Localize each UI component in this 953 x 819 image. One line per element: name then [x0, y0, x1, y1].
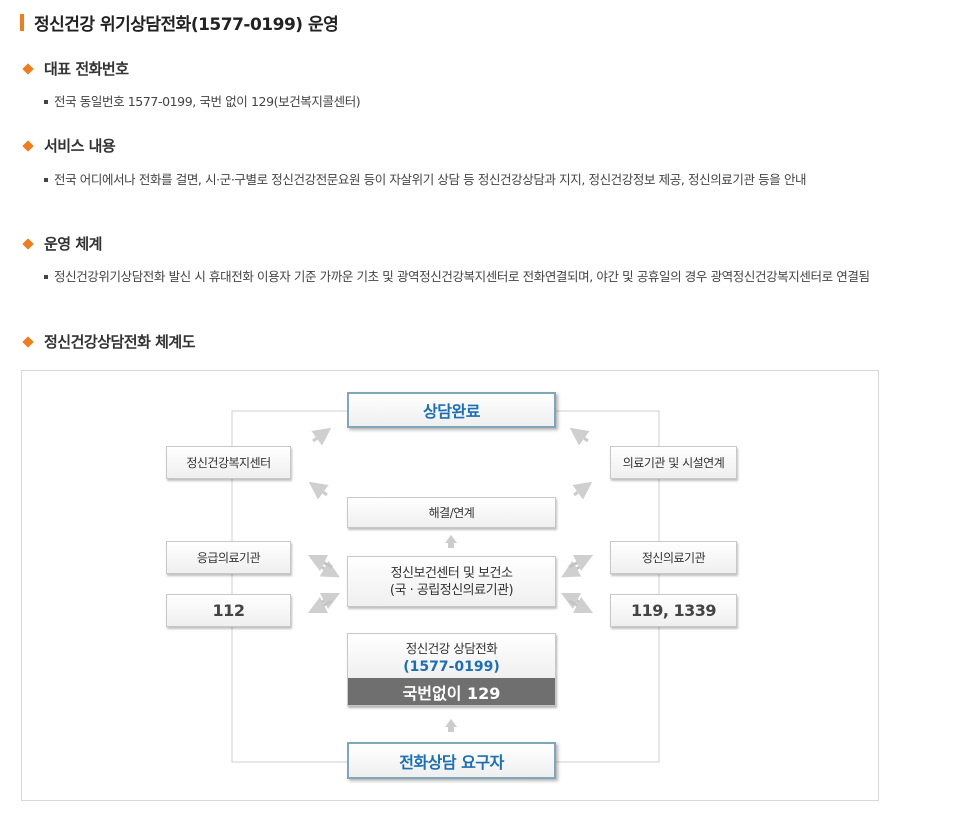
section-service-item: 전국 어디에서나 전화를 걸면, 시·군·구별로 정신건강전문요원 등이 자살위…	[44, 169, 884, 191]
section-operation-item: 정신건강위기상담전화 발신 시 휴대전화 이용자 기준 가까운 기초 및 광역정…	[44, 266, 884, 288]
diamond-bullet-icon	[22, 237, 34, 250]
title-bar-icon	[20, 13, 24, 31]
hotline-short-number: 국번없이 129	[348, 678, 555, 705]
emergency-medical-node: 응급의료기관	[166, 541, 291, 574]
up-arrow-icon	[445, 719, 457, 732]
arrow-icon	[308, 481, 329, 500]
arrow-icon	[311, 427, 332, 446]
mental-health-center-node: 정신건강복지센터	[166, 446, 291, 479]
section-operation: 운영 체계	[22, 233, 102, 254]
square-bullet-icon	[44, 178, 48, 182]
side-arrows	[307, 554, 594, 614]
arrow-icon	[569, 427, 590, 446]
diagonal-arrows	[308, 427, 593, 500]
section-heading: 서비스 내용	[44, 137, 116, 155]
health-center-node: 정신보건센터 및 보건소 (국 · 공립정신의료기관)	[347, 556, 556, 607]
hotline-node: 정신건강 상담전화 (1577-0199) 국번없이 129	[347, 633, 556, 706]
counseling-system-diagram: 상담완료 정신건강복지센터 의료기관 및 시설연계 해결/연계 응급의료기관 정…	[21, 370, 879, 801]
arrow-icon	[568, 554, 594, 572]
arrow-icon	[572, 481, 593, 500]
section-heading: 운영 체계	[44, 235, 102, 253]
emergency-number-node: 119, 1339	[610, 594, 737, 627]
police-number-node: 112	[166, 594, 291, 627]
health-center-line2: (국 · 공립정신의료기관)	[389, 582, 514, 598]
page-title: 정신건강 위기상담전화(1577-0199) 운영	[20, 10, 339, 35]
square-bullet-icon	[44, 275, 48, 279]
resolve-link-node: 해결/연계	[347, 497, 556, 528]
diamond-bullet-icon	[22, 139, 34, 152]
hotline-number: (1577-0199)	[403, 658, 500, 675]
medical-facility-node: 의료기관 및 시설연계	[610, 446, 737, 479]
page-title-text: 정신건강 위기상담전화(1577-0199) 운영	[34, 14, 339, 35]
hotline-header: 정신건강 상담전화 (1577-0199)	[348, 634, 555, 678]
bullet-text: 정신건강위기상담전화 발신 시 휴대전화 이용자 기준 가까운 기초 및 광역정…	[54, 269, 870, 284]
health-center-line1: 정신보건센터 및 보건소	[390, 565, 513, 581]
hotline-label: 정신건강 상담전화	[405, 640, 498, 656]
section-heading: 정신건강상담전화 체계도	[44, 333, 196, 351]
section-phone-item: 전국 동일번호 1577-0199, 국번 없이 129(보건복지콜센터)	[44, 91, 884, 113]
section-heading: 대표 전화번호	[44, 60, 129, 78]
section-service: 서비스 내용	[22, 135, 116, 156]
consult-complete-node: 상담완료	[347, 392, 556, 428]
diamond-bullet-icon	[22, 62, 34, 75]
arrow-icon	[307, 554, 333, 572]
section-diagram: 정신건강상담전화 체계도	[22, 331, 196, 352]
arrow-marks	[445, 535, 457, 732]
up-arrow-icon	[445, 535, 457, 548]
arrow-icon	[307, 596, 333, 614]
psychiatric-institution-node: 정신의료기관	[610, 541, 737, 574]
arrow-icon	[568, 596, 594, 614]
bullet-text: 전국 어디에서나 전화를 걸면, 시·군·구별로 정신건강전문요원 등이 자살위…	[54, 172, 807, 187]
section-phone: 대표 전화번호	[22, 58, 129, 79]
caller-node: 전화상담 요구자	[347, 742, 556, 779]
square-bullet-icon	[44, 100, 48, 104]
bullet-text: 전국 동일번호 1577-0199, 국번 없이 129(보건복지콜센터)	[54, 94, 361, 109]
diamond-bullet-icon	[22, 335, 34, 348]
